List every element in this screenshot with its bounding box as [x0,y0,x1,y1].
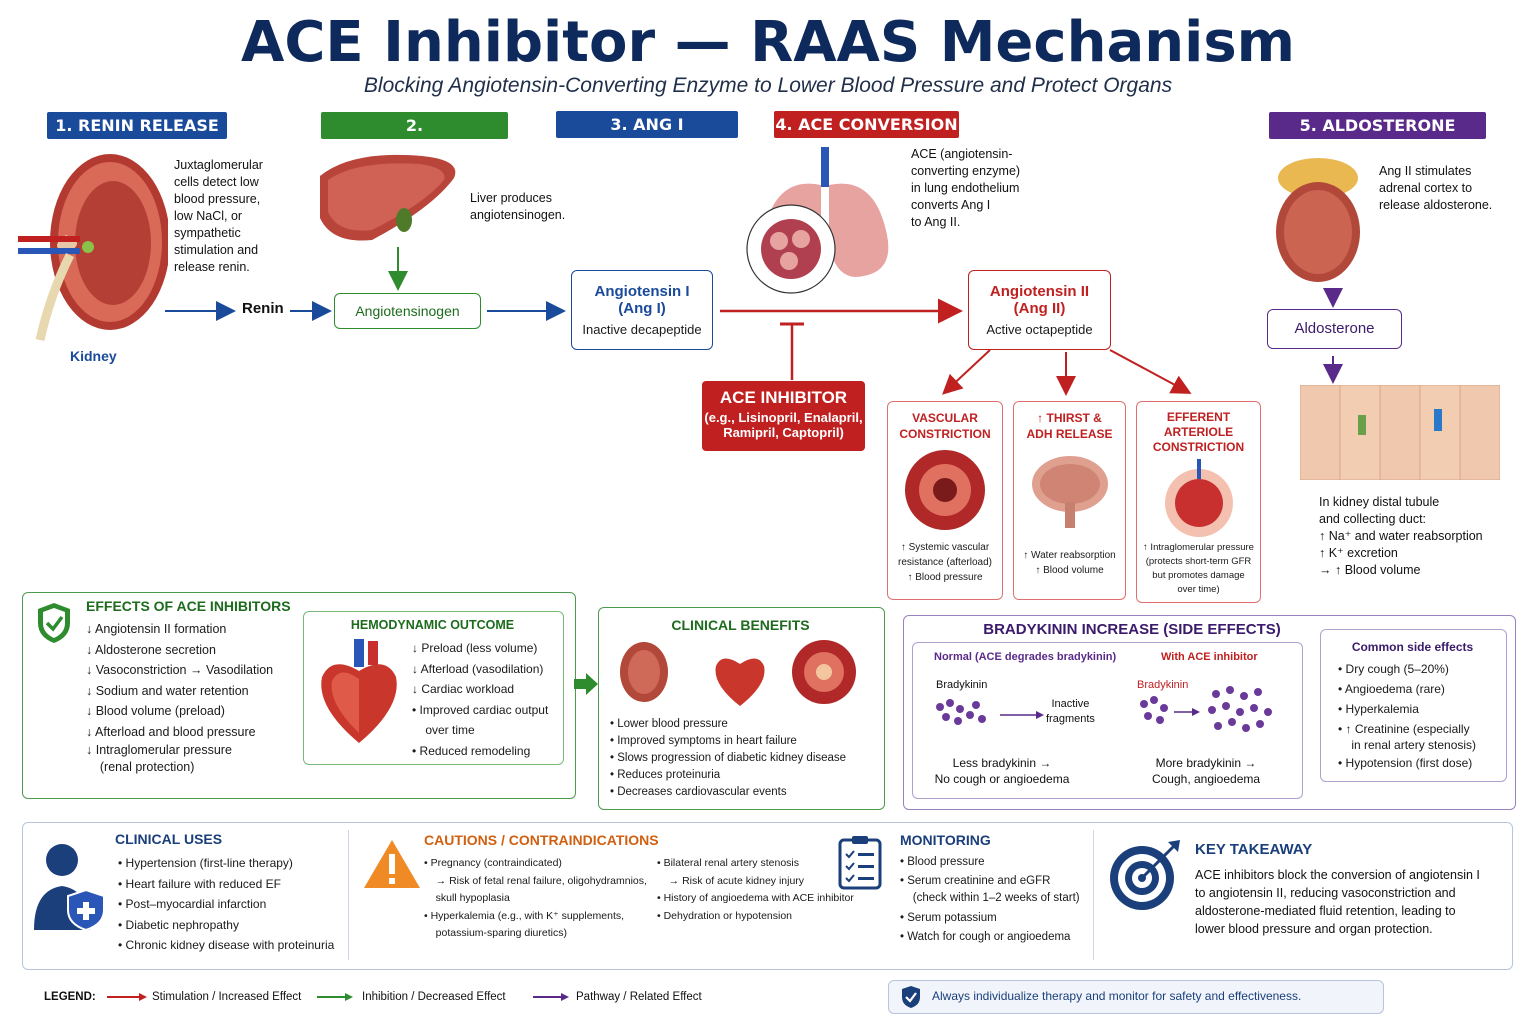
normal-result: Less bradykinin →No cough or angioedema [934,756,1070,786]
common-side-effects-panel [1320,629,1507,782]
tubule-cells-illustration [1300,385,1500,480]
benefits-title: CLINICAL BENEFITS [671,617,810,633]
lung-description: ACE (angiotensin-converting enzyme)in lu… [911,147,1021,229]
legend-pathway-arrow [535,993,569,1001]
angiotensinogen-box: Angiotensinogen [334,293,481,329]
key-takeaway-text: ACE inhibitors block the conversion of a… [1195,868,1480,936]
ace-inhibitor-bradykinin-title: With ACE inhibitor [1161,651,1258,663]
legend-inhibition: Inhibition / Decreased Effect [362,991,506,1003]
artery-icon [905,450,985,530]
step-3-header: 3. ANG I FORMATION [556,111,738,161]
glomerulus-icon [1164,459,1233,537]
legend-stimulation: Stimulation / Increased Effect [152,991,302,1003]
page-title: ACE Inhibitor — RAAS Mechanism [240,10,1296,75]
safety-note: Always individualize therapy and monitor… [932,989,1302,1003]
clinical-uses-list: • Hypertension (first-line therapy)• Hea… [118,856,335,952]
kidney-illustration [18,154,168,341]
clipboard-icon [838,836,882,890]
liver-illustration [320,154,456,241]
bottom-info-panel [22,822,1513,970]
legend-label: LEGEND: [44,991,96,1003]
ace-inhibitor-box: ACE INHIBITOR (e.g., Lisinopril, Enalapr… [702,381,865,451]
aldosterone-box: Aldosterone [1267,309,1402,349]
legend-pathway: Pathway / Related Effect [576,991,702,1003]
step-4-header: 4. ACE CONVERSION [774,111,959,138]
benefits-list: • Lower blood pressure• Improved symptom… [610,718,847,798]
clinical-benefits-panel [598,607,885,810]
brain-icon [1031,456,1108,528]
monitoring-list: • Blood pressure• Serum creatinine and e… [900,856,1080,943]
kidney-label: Kidney [70,348,117,364]
divider [1093,830,1094,960]
hemodynamic-list: ↓ Preload (less volume)↓ Afterload (vaso… [412,641,549,758]
cautions-title: CAUTIONS / CONTRAINDICATIONS [424,832,659,848]
common-side-effects-list: • Dry cough (5–20%)• Angioedema (rare)• … [1338,662,1477,770]
effects-list: ↓ Angiotensin II formation↓ Aldosterone … [86,622,274,774]
target-icon [1110,840,1180,910]
ace-result: More bradykinin →Cough, angioedema [1151,756,1261,786]
adrenal-kidney-illustration [1276,158,1360,282]
effects-title: EFFECTS OF ACE INHIBITORS [86,598,291,614]
heart-icon [321,639,397,743]
bradykinin-title: BRADYKININ INCREASE (SIDE EFFECTS) [983,621,1281,638]
page-subtitle: Blocking Angiotensin-Converting Enzyme t… [363,74,1173,97]
renin-label: Renin [242,300,284,317]
pathway-arrows [165,247,1343,396]
lung-illustration [746,147,889,294]
step-1-header: 1. RENIN RELEASE [47,112,227,139]
divider [348,830,349,960]
safety-note-box [888,980,1384,1014]
ace-bradykinin-label: Bradykinin [1137,679,1189,691]
key-takeaway-title: KEY TAKEAWAY [1195,841,1313,858]
cautions-list-1: • Pregnancy (contraindicated) → Risk of … [424,857,647,939]
angiotensin-ii-box: Angiotensin II (Ang II) Active octapepti… [968,270,1111,350]
shield-icon [902,986,920,1008]
doctor-shield-icon [34,844,105,932]
benefits-arrow [574,673,598,695]
clinical-uses-title: CLINICAL USES [115,831,223,847]
cautions-list-2: • Bilateral renal artery stenosis → Risk… [657,857,854,922]
ace-bradykinin-molecules [1140,686,1272,732]
normal-bradykinin-label: Bradykinin [936,679,988,691]
shield-check-icon [38,603,70,643]
normal-title: Normal (ACE degrades bradykinin) [934,651,1117,663]
step-5-header: 5. ALDOSTERONE RELEASE [1269,112,1486,162]
thirst-adh-card: ↑ THIRST &ADH RELEASE ↑ Water reabsorpti… [1013,401,1126,600]
common-side-effects-title: Common side effects [1351,640,1474,654]
warning-icon [364,840,420,888]
normal-bradykinin-molecules [936,699,1044,725]
step-2-header: 2. ANGIOGENSINOGEN [321,112,508,162]
angiotensin-i-box: Angiotensin I (Ang I) Inactive decapepti… [571,270,713,350]
hemodynamic-title: HEMODYNAMIC OUTCOME [350,618,515,632]
bradykinin-compare [912,642,1303,799]
organ-icons [620,640,856,706]
monitoring-title: MONITORING [900,832,991,848]
